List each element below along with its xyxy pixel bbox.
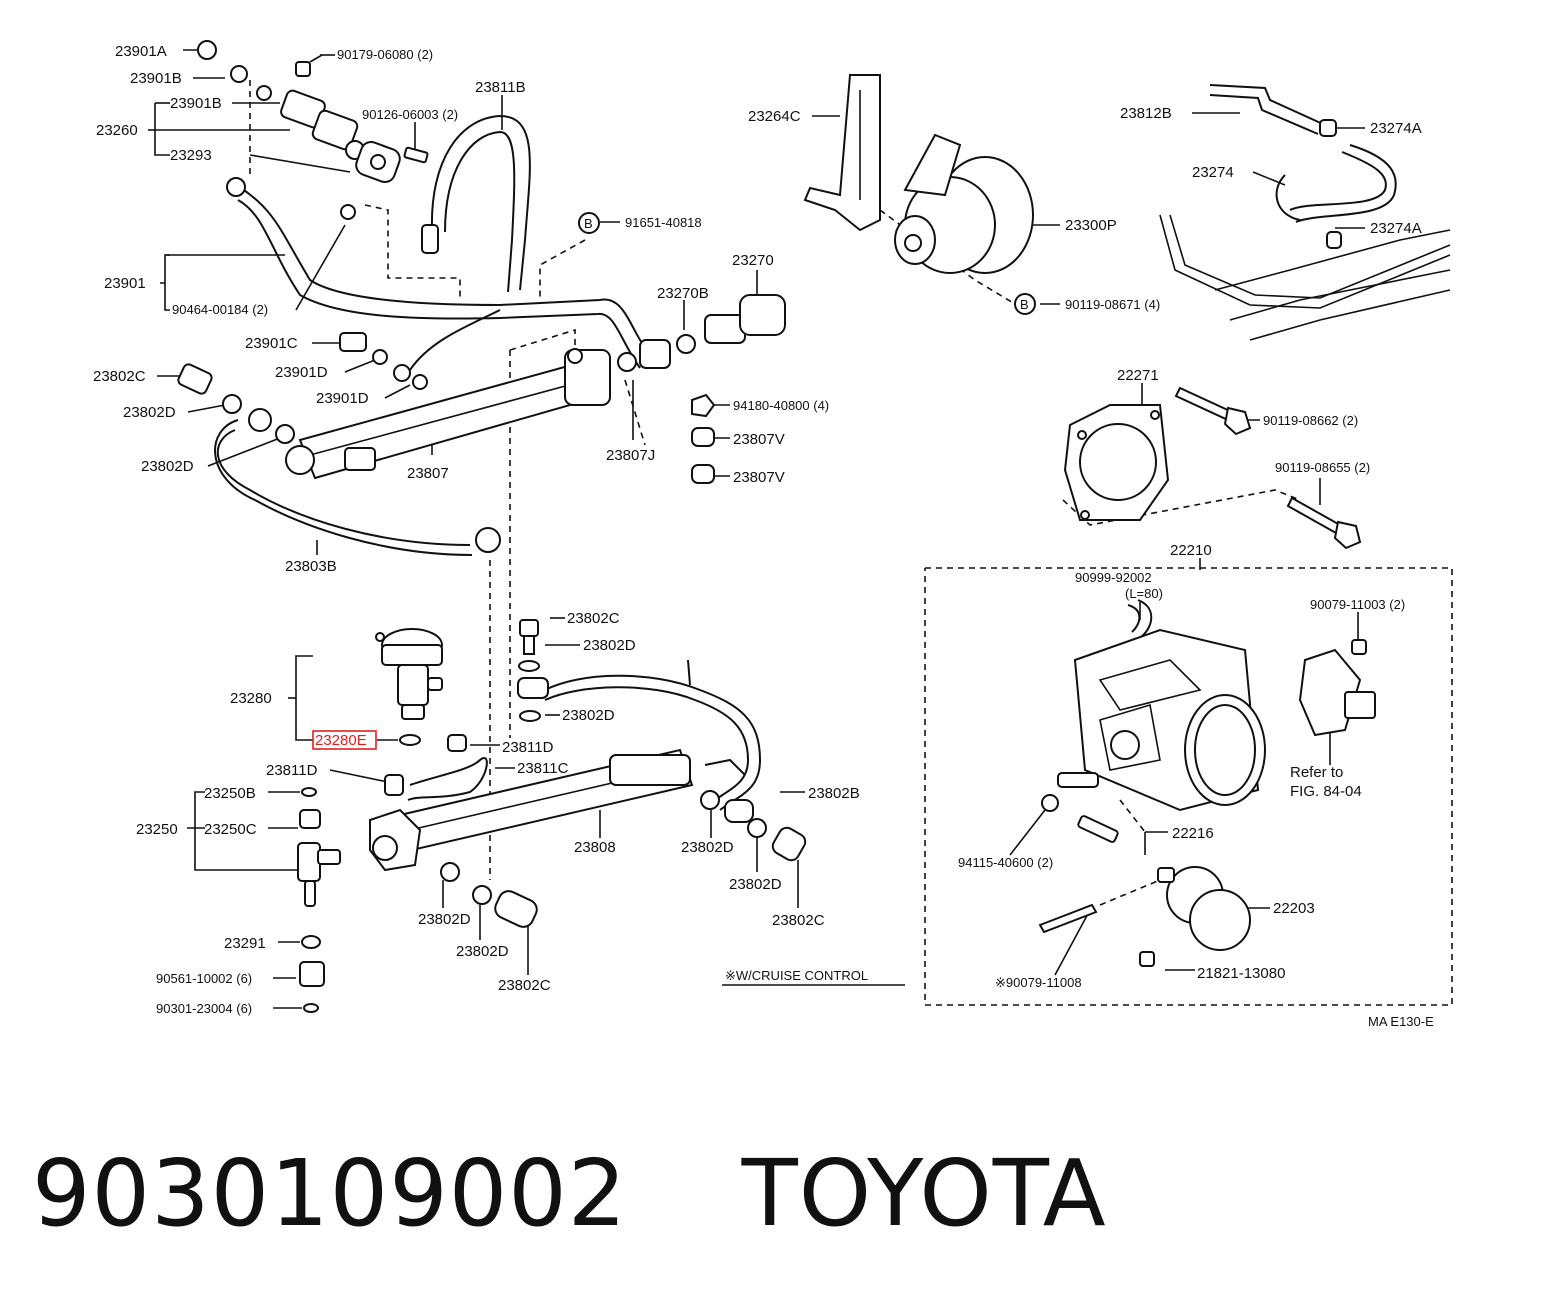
part-label: 23901D <box>275 364 328 381</box>
part-label: 23901B <box>130 70 182 87</box>
part-label: 90119-08655 (2) <box>1275 460 1370 475</box>
part-label: 90301-23004 (6) <box>156 1001 252 1016</box>
highlighted-part-label: 23280E <box>315 732 367 749</box>
part-label: 23250 <box>136 821 178 838</box>
part-label: 90126-06003 (2) <box>362 107 458 122</box>
part-label: 23901C <box>245 335 298 352</box>
part-label: 23802D <box>681 839 734 856</box>
part-label: 23812B <box>1120 105 1172 122</box>
part-label: 23901B <box>170 95 222 112</box>
part-label: 23802D <box>123 404 176 421</box>
highlighted-callout: 23280E <box>312 730 377 750</box>
part-labels: 23901A 23901B 23901B 23260 23293 90179-0… <box>93 43 1434 1029</box>
part-label: 21821-13080 <box>1197 965 1285 982</box>
part-label: 23270 <box>732 252 774 269</box>
part-label: 22216 <box>1172 825 1214 842</box>
part-label: 23274A <box>1370 120 1422 137</box>
part-label: 22203 <box>1273 900 1315 917</box>
part-label: 23274 <box>1192 164 1234 181</box>
part-label: 90999-92002 <box>1075 570 1152 585</box>
part-label: 23811B <box>475 79 526 96</box>
part-label: 22271 <box>1117 367 1159 384</box>
part-label: 23807 <box>407 465 449 482</box>
marker-b-label: B <box>584 216 593 231</box>
part-label: 23807J <box>606 447 655 464</box>
part-label: 23264C <box>748 108 801 125</box>
part-label: 94115-40600 (2) <box>958 855 1053 870</box>
part-label: 23811D <box>502 739 554 756</box>
part-drawings <box>177 40 1451 1013</box>
part-label: 23811C <box>517 760 569 777</box>
part-label: 90079-11003 (2) <box>1310 597 1405 612</box>
highlight-box <box>312 730 377 750</box>
part-label: 94180-40800 (4) <box>733 398 829 413</box>
part-label: 23274A <box>1370 220 1422 237</box>
part-number-footer: 9030109002 TOYOTA <box>32 1140 1107 1247</box>
part-label: 23802D <box>456 943 509 960</box>
part-label: 90464-00184 (2) <box>172 302 268 317</box>
manufacturer-name: TOYOTA <box>741 1140 1107 1247</box>
part-label: 23811D <box>266 762 318 779</box>
part-label: 23250B <box>204 785 256 802</box>
part-label: 23802B <box>808 785 860 802</box>
part-label: 23901D <box>316 390 369 407</box>
part-label: 23802C <box>498 977 551 994</box>
part-label: 23807V <box>733 469 785 486</box>
part-label: 90119-08671 (4) <box>1065 297 1160 312</box>
part-label: 23802C <box>567 610 620 627</box>
part-label: 23901A <box>115 43 167 60</box>
part-label: Refer to <box>1290 764 1343 781</box>
part-label: 90179-06080 (2) <box>337 47 433 62</box>
part-label: 23291 <box>224 935 266 952</box>
part-label: 23270B <box>657 285 709 302</box>
part-label: 23802D <box>418 911 471 928</box>
cruise-control-note: ※W/CRUISE CONTROL <box>725 968 868 983</box>
part-label: 23802D <box>729 876 782 893</box>
part-label: 23808 <box>574 839 616 856</box>
part-label: ※90079-11008 <box>995 975 1082 990</box>
part-label: 23901 <box>104 275 146 292</box>
part-label: 91651-40818 <box>625 215 702 230</box>
part-label: 90119-08662 (2) <box>1263 413 1358 428</box>
part-label: 23250C <box>204 821 257 838</box>
part-label: 23260 <box>96 122 138 139</box>
part-label: FIG. 84-04 <box>1290 783 1362 800</box>
part-label: 23807V <box>733 431 785 448</box>
part-label: 23802C <box>93 368 146 385</box>
marker-b-label: B <box>1020 297 1029 312</box>
part-label: 23802C <box>772 912 825 929</box>
part-label: 23802D <box>562 707 615 724</box>
part-label: 23802D <box>583 637 636 654</box>
part-label: 23280 <box>230 690 272 707</box>
part-label: (L=80) <box>1125 586 1163 601</box>
part-label: 90561-10002 (6) <box>156 971 252 986</box>
part-number: 9030109002 <box>32 1140 628 1247</box>
part-label: 23300P <box>1065 217 1117 234</box>
part-label: 23803B <box>285 558 337 575</box>
part-label: 22210 <box>1170 542 1212 559</box>
part-label: 23802D <box>141 458 194 475</box>
part-label: MA E130-E <box>1368 1014 1434 1029</box>
part-label: 23293 <box>170 147 212 164</box>
